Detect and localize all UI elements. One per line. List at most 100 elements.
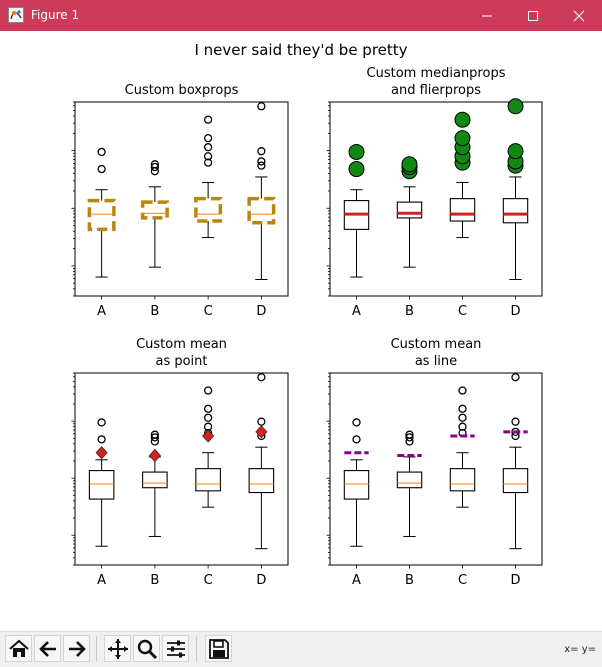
flier-point — [257, 373, 266, 382]
subplot-title: and flierprops — [391, 83, 481, 98]
flier-point — [203, 115, 213, 124]
box — [248, 468, 275, 494]
flier-point — [458, 404, 467, 413]
flier-point — [257, 147, 266, 156]
mean-marker — [255, 425, 268, 439]
flier-point — [454, 111, 471, 128]
flier-point — [458, 413, 467, 422]
flier-point — [203, 413, 213, 422]
back-button[interactable] — [34, 635, 61, 662]
minimize-button[interactable] — [464, 0, 510, 31]
box — [87, 198, 116, 232]
zoom-button[interactable] — [133, 635, 160, 662]
box — [502, 198, 529, 224]
x-tick-label: B — [150, 573, 159, 588]
x-tick-label: A — [97, 573, 106, 588]
flier-point — [348, 143, 365, 160]
box — [343, 470, 370, 500]
maximize-icon — [528, 11, 538, 21]
pan-button[interactable] — [104, 635, 131, 662]
configure-subplots-button[interactable] — [162, 635, 189, 662]
subplot-title: as point — [155, 354, 207, 369]
x-tick-label: D — [256, 304, 266, 319]
save-button[interactable] — [205, 635, 232, 662]
navigation-toolbar: x= y= — [0, 631, 602, 667]
maximize-button[interactable] — [510, 0, 556, 31]
flier-point — [454, 130, 471, 147]
flier-point — [97, 147, 106, 157]
figure-app-icon — [8, 7, 24, 23]
x-tick-label: D — [510, 573, 520, 588]
flier-point — [97, 418, 106, 427]
pan-icon — [108, 639, 128, 659]
flier-point — [257, 157, 266, 166]
box — [449, 198, 476, 222]
box — [449, 468, 476, 492]
flier-point — [458, 386, 467, 395]
x-tick-label: C — [458, 304, 467, 319]
toolbar-separator — [96, 636, 97, 662]
flier-point — [401, 156, 418, 173]
x-tick-label: B — [150, 304, 159, 319]
zoom-icon — [137, 639, 158, 660]
flier-point — [458, 422, 467, 431]
axes-frame — [74, 101, 289, 297]
subplot-title: Custom mean — [391, 337, 482, 352]
figure-suptitle: I never said they'd be pretty — [194, 41, 407, 59]
home-icon — [9, 639, 29, 657]
toolbar-separator — [196, 636, 197, 662]
flier-point — [97, 435, 106, 444]
flier-point — [352, 435, 361, 444]
x-tick-label: A — [352, 573, 361, 588]
forward-icon — [69, 641, 86, 657]
box — [195, 468, 221, 492]
box — [396, 201, 423, 219]
flier-point — [150, 160, 160, 169]
subplot-title: Custom mean — [136, 337, 227, 352]
flier-point — [257, 417, 266, 426]
axes-frame — [74, 372, 289, 566]
mean-marker — [148, 448, 161, 463]
flier-point — [507, 143, 524, 160]
x-tick-label: B — [405, 304, 414, 319]
close-button[interactable] — [556, 0, 602, 31]
subplot-title: Custom medianprops — [367, 66, 506, 81]
cursor-coordinates: x= y= — [564, 644, 596, 655]
mean-marker — [95, 446, 108, 460]
box — [88, 470, 115, 500]
flier-point — [203, 404, 213, 413]
flier-point — [257, 102, 266, 111]
save-icon — [209, 639, 229, 659]
flier-point — [405, 433, 414, 442]
flier-point — [203, 386, 213, 395]
flier-point — [352, 418, 361, 427]
flier-point — [150, 430, 160, 439]
flier-point — [405, 430, 414, 439]
x-tick-label: A — [97, 304, 106, 319]
mean-marker — [202, 429, 215, 443]
box — [140, 200, 169, 220]
x-tick-label: D — [510, 304, 520, 319]
flier-point — [507, 98, 524, 115]
configure-subplots-icon — [167, 640, 185, 658]
subplot-title: Custom boxprops — [125, 83, 239, 98]
home-button[interactable] — [5, 635, 32, 662]
box — [194, 196, 223, 223]
axes-frame — [329, 372, 543, 566]
flier-point — [348, 161, 365, 178]
flier-point — [511, 417, 520, 426]
x-tick-label: D — [256, 573, 266, 588]
figure-canvas[interactable]: I never said they'd be pretty Custom box… — [0, 31, 602, 631]
forward-button[interactable] — [63, 635, 90, 662]
close-icon — [573, 10, 585, 22]
figure-svg: I never said they'd be pretty Custom box… — [71, 41, 543, 588]
window-title: Figure 1 — [31, 8, 80, 22]
flier-point — [203, 143, 213, 152]
flier-point — [203, 152, 213, 161]
box — [502, 468, 529, 494]
axes-frame — [329, 101, 543, 297]
